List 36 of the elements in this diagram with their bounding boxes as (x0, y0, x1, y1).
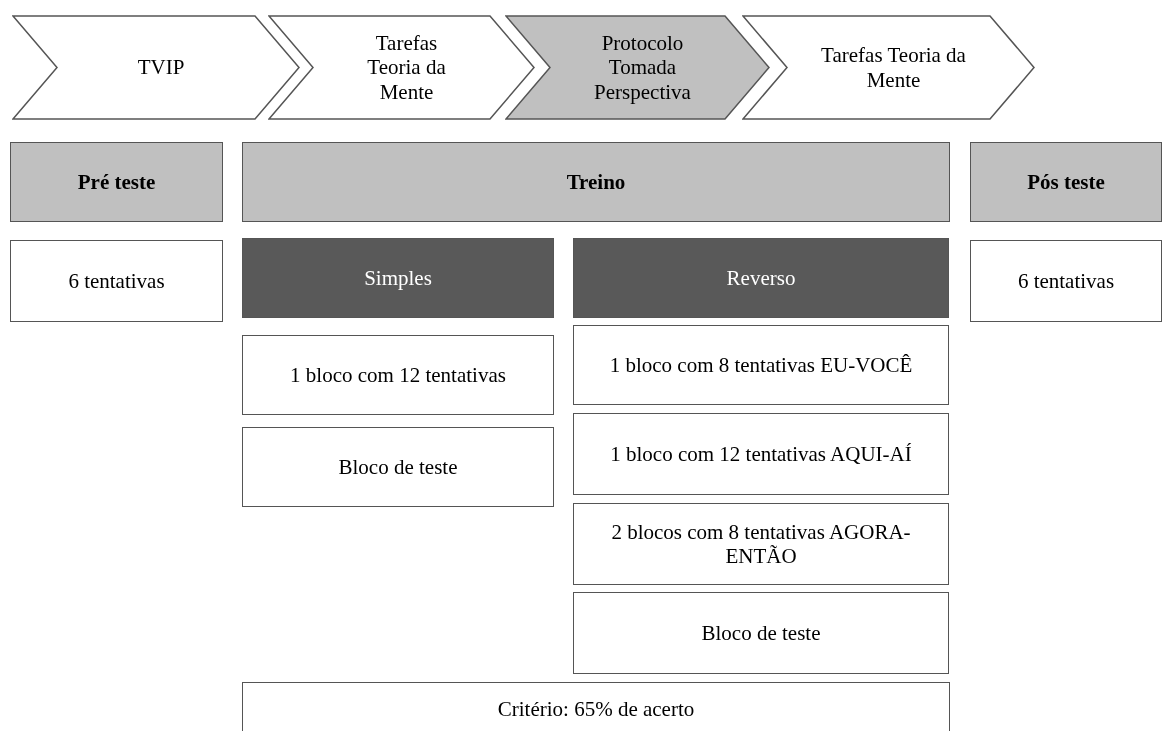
box-label: Critério: 65% de acerto (497, 697, 695, 722)
box-label: Treino (566, 169, 626, 195)
box-label: 1 bloco com 12 tentativas (290, 362, 506, 388)
box-label: 6 tentativas (68, 268, 165, 294)
box-label: Bloco de teste (701, 620, 821, 646)
box-label: 1 bloco com 8 tentativas EU-VOCÊ (609, 352, 913, 378)
process-box (242, 335, 554, 415)
chevron-step (268, 15, 535, 120)
process-box (242, 427, 554, 507)
process-box (242, 142, 950, 222)
box-label: Simples (364, 265, 432, 291)
box-label: Pós teste (1027, 169, 1105, 195)
box-label: 1 bloco com 12 tentativas AQUI-AÍ (610, 441, 912, 467)
process-box (573, 238, 949, 318)
chevron-step (505, 15, 770, 120)
chevron-step (742, 15, 1035, 120)
process-box (242, 682, 950, 731)
process-box (573, 592, 949, 674)
process-box (573, 325, 949, 405)
process-box (242, 238, 554, 318)
process-box (10, 240, 223, 322)
box-label: 2 blocos com 8 tentativas AGORA-ENTÃO (610, 519, 912, 569)
process-box (573, 503, 949, 585)
box-label: Bloco de teste (338, 454, 458, 480)
box-label: Pré teste (77, 169, 156, 195)
chevron-step (12, 15, 300, 120)
process-box (10, 142, 223, 222)
process-box (970, 142, 1162, 222)
process-box (970, 240, 1162, 322)
step-label: Tarefas Teoria da Mente (366, 31, 447, 104)
box-label: 6 tentativas (1017, 268, 1115, 294)
step-label: TVIP (137, 55, 185, 80)
step-label: Tarefas Teoria da Mente (820, 43, 967, 92)
process-box (573, 413, 949, 495)
box-label: Reverso (726, 265, 796, 291)
step-label: Protocolo Tomada Perspectiva (593, 31, 692, 104)
